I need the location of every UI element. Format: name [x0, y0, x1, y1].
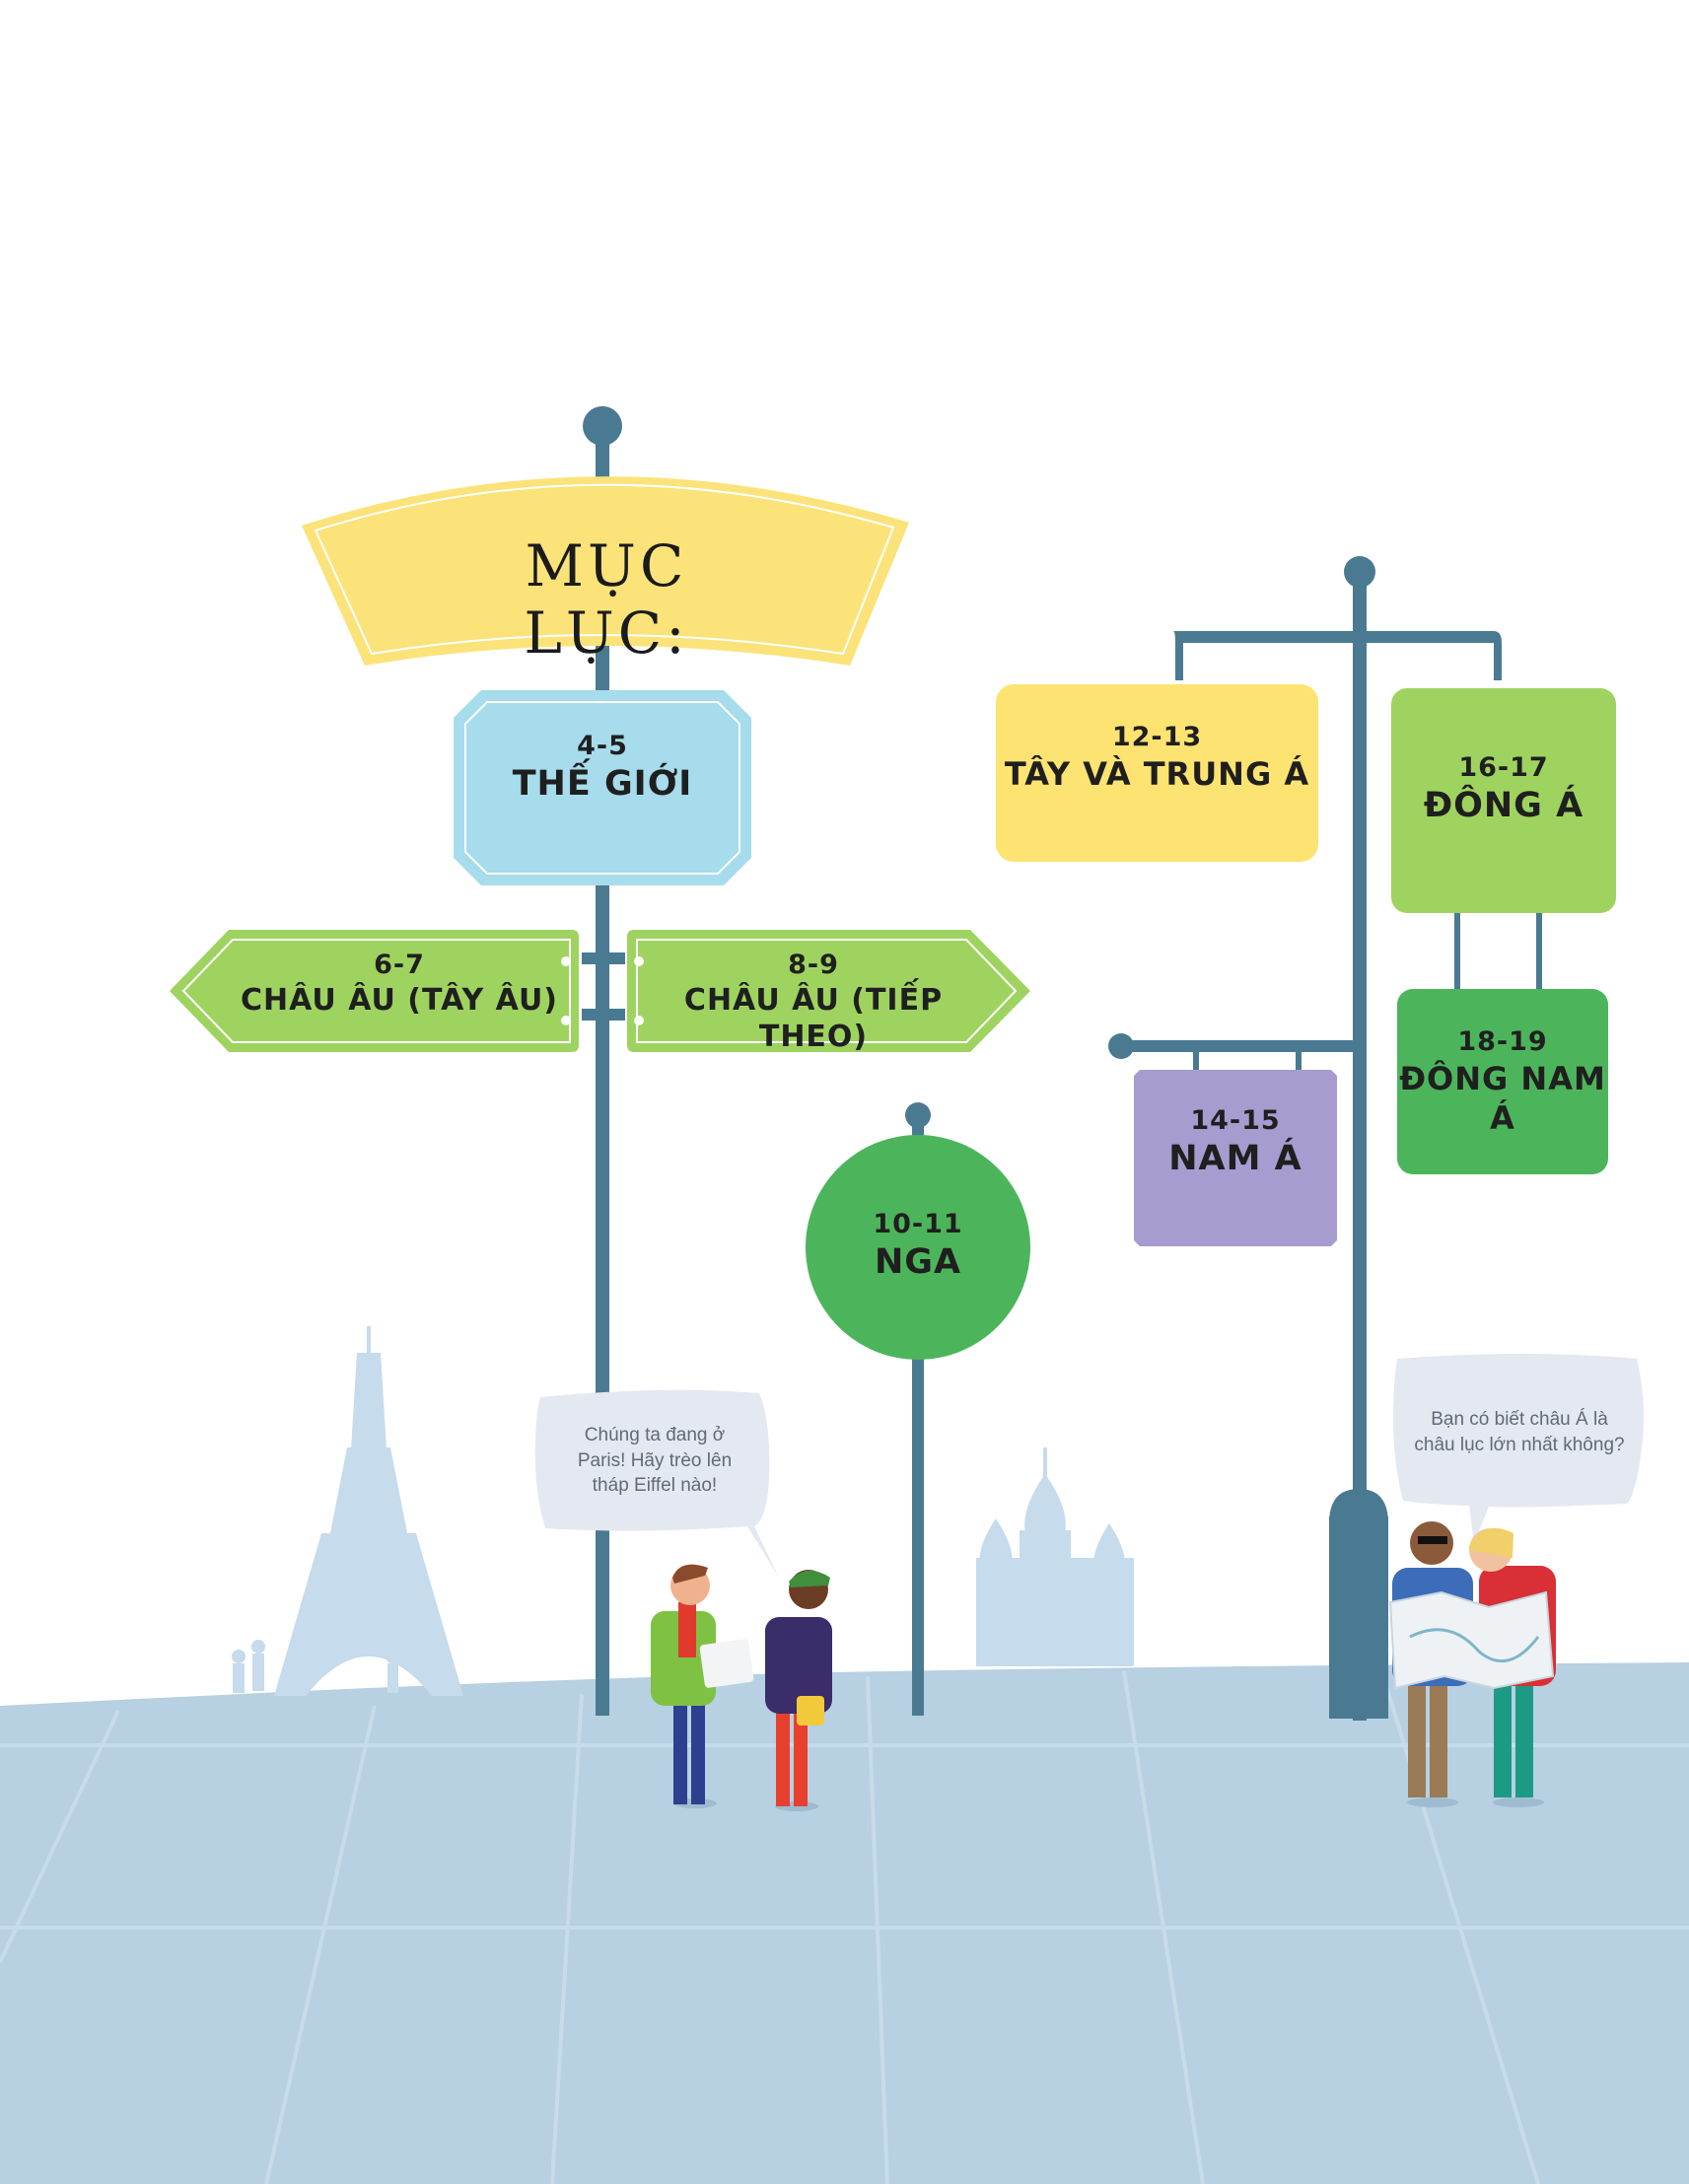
- sign-nga-label: NGA: [874, 1241, 962, 1282]
- bubble-right-line: Bạn có biết châu Á là: [1431, 1409, 1608, 1430]
- title-sign: [302, 476, 909, 666]
- ground-grid: [0, 1665, 1689, 2184]
- sign-dong-nam-a-pages: 18-19: [1457, 1026, 1548, 1057]
- traveler-icon: [651, 1564, 754, 1808]
- tourists-silhouette: [232, 1640, 399, 1693]
- bubble-left-line: tháp Eiffel nào!: [592, 1475, 718, 1497]
- sign-nam-a-pages: 14-15: [1190, 1105, 1281, 1136]
- sign-chau-au-tay-au-label: CHÂU ÂU (TÂY ÂU): [240, 982, 559, 1018]
- sign-the-gioi-board: [454, 690, 751, 885]
- traveler-icon: [765, 1570, 832, 1811]
- sign-nga[interactable]: 10-11 NGA: [819, 1208, 1017, 1285]
- sign-chau-au-tiep-theo-board: [627, 930, 1030, 1052]
- sign-nam-a[interactable]: 14-15 NAM Á: [1134, 1104, 1337, 1181]
- bubble-right-line: châu lục lớn nhất không?: [1414, 1434, 1625, 1455]
- speech-bubble-left: [534, 1389, 779, 1578]
- sign-the-gioi-label: THẾ GIỚI: [512, 763, 693, 804]
- sign-dong-a-label: ĐÔNG Á: [1423, 785, 1584, 825]
- sign-chau-au-tiep-theo-label: CHÂU ÂU (TIẾP THEO): [683, 982, 944, 1055]
- sign-chau-au-tay-au[interactable]: 6-7 CHÂU ÂU (TÂY ÂU): [237, 949, 562, 1019]
- sign-nam-a-label: NAM Á: [1168, 1138, 1302, 1178]
- sign-chau-au-tiep-theo-pages: 8-9: [788, 950, 839, 980]
- ground-plaza: [0, 1662, 1689, 2184]
- sign-dong-nam-a-label: ĐÔNG NAM Á: [1399, 1059, 1606, 1137]
- sign-tay-va-trung-a[interactable]: 12-13 TÂY VÀ TRUNG Á: [996, 721, 1318, 794]
- sign-the-gioi[interactable]: 4-5 THẾ GIỚI: [454, 730, 751, 807]
- bubble-left-line: Chúng ta đang ở: [584, 1425, 726, 1445]
- sign-dong-nam-a[interactable]: 18-19 ĐÔNG NAM Á: [1392, 1025, 1613, 1138]
- sign-dong-a[interactable]: 16-17 ĐÔNG Á: [1391, 751, 1616, 828]
- speech-bubble-right-text: Bạn có biết châu Á là châu lục lớn nhất …: [1397, 1407, 1642, 1457]
- map-icon: [1388, 1590, 1555, 1690]
- bubble-left-line: Paris! Hãy trèo lên: [577, 1449, 733, 1471]
- sign-nam-a-board: [1134, 1070, 1337, 1246]
- sign-chau-au-tay-au-pages: 6-7: [374, 950, 425, 980]
- sign-tay-va-trung-a-label: TÂY VÀ TRUNG Á: [1004, 754, 1310, 793]
- sign-chau-au-tiep-theo[interactable]: 8-9 CHÂU ÂU (TIẾP THEO): [651, 949, 976, 1056]
- cathedral-icon: [976, 1447, 1134, 1666]
- sign-dong-a-board: [1391, 688, 1616, 913]
- speech-bubble-right: [1392, 1354, 1645, 1543]
- sign-dong-a-pages: 16-17: [1458, 752, 1549, 783]
- sign-chau-au-tay-au-board: [170, 930, 579, 1052]
- sign-dong-nam-a-board: [1397, 989, 1608, 1174]
- sign-tay-va-trung-a-board: [996, 684, 1318, 862]
- eiffel-tower-icon: [274, 1326, 463, 1696]
- sign-nga-pages: 10-11: [873, 1209, 963, 1239]
- sign-tay-va-trung-a-pages: 12-13: [1111, 722, 1203, 752]
- sign-nga-board: [806, 1135, 1030, 1360]
- sign-the-gioi-pages: 4-5: [577, 731, 628, 761]
- page-title: MỤC LỤC:: [524, 532, 689, 667]
- speech-bubble-left-text: Chúng ta đang ở Paris! Hãy trèo lên tháp…: [540, 1423, 769, 1499]
